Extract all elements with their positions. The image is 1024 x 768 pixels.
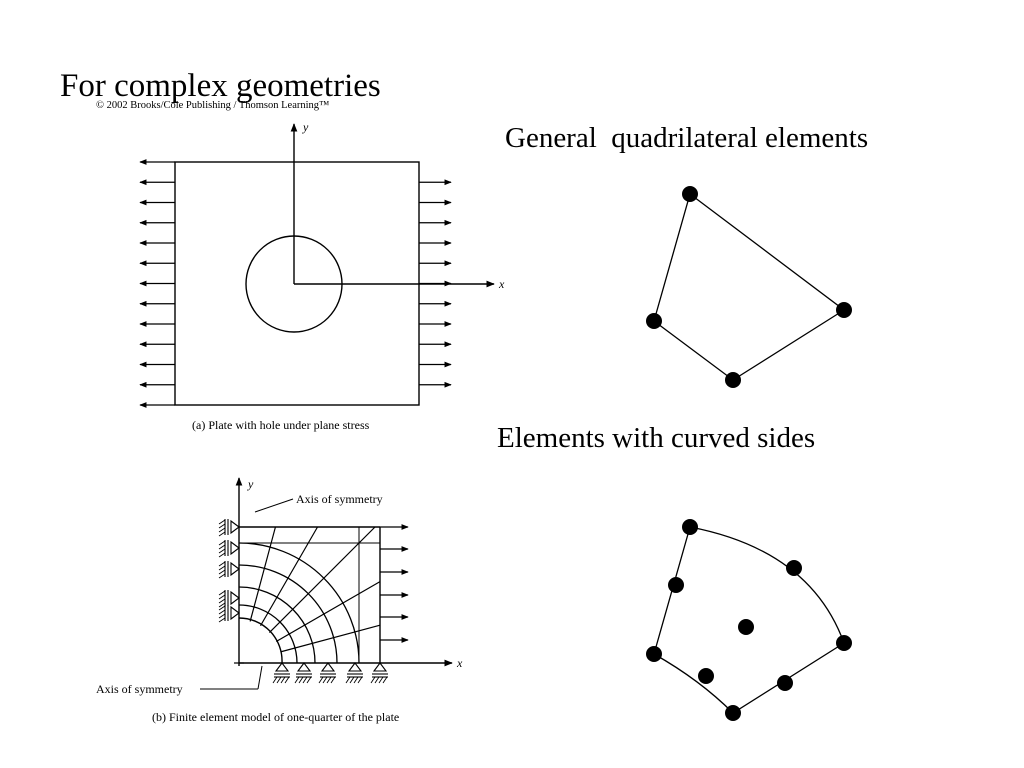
roller-support	[320, 662, 336, 672]
figure-b-x-label: x	[456, 656, 463, 670]
support-hatch	[330, 676, 336, 684]
support-hatch	[284, 676, 290, 684]
quad-node-1	[682, 186, 698, 202]
support-hatch	[280, 676, 286, 684]
support-hatch	[218, 613, 226, 619]
curved-node-center	[738, 619, 754, 635]
curved-node-2	[786, 560, 802, 576]
copyright-notice: © 2002 Brooks/Cole Publishing / Thomson …	[96, 100, 330, 111]
curved-node-8	[668, 577, 684, 593]
roller-support	[230, 590, 240, 606]
figure-a-y-label: y	[302, 120, 309, 134]
support-hatch	[218, 605, 226, 611]
curved-node-7	[646, 646, 662, 662]
right-traction-arrows	[419, 179, 452, 388]
support-hatch	[218, 540, 226, 546]
mesh-ray	[268, 526, 376, 634]
curved-element	[646, 519, 852, 721]
curved-node-4	[777, 675, 793, 691]
slide-title: For complex geometries	[60, 68, 381, 104]
curved-node-6	[698, 668, 714, 684]
roller-support	[230, 540, 240, 556]
roller-support	[230, 519, 240, 535]
mesh-ray	[259, 526, 319, 627]
left-traction-arrows	[139, 159, 175, 408]
support-hatch	[218, 590, 226, 596]
support-hatch	[218, 573, 226, 579]
support-hatch	[218, 569, 226, 575]
quad-node-2	[836, 302, 852, 318]
support-hatch	[357, 676, 363, 684]
curved-heading: Elements with curved sides	[497, 422, 816, 454]
quad-node-3	[725, 372, 741, 388]
figure-a-x-label: x	[498, 277, 505, 291]
mesh-ray	[280, 624, 381, 653]
support-hatch	[218, 519, 226, 525]
quad-heading: General quadrilateral elements	[505, 122, 869, 154]
support-hatch	[374, 676, 380, 684]
support-hatch	[218, 565, 226, 571]
roller-support	[347, 662, 363, 672]
support-hatch	[218, 527, 226, 533]
mesh-ray	[275, 581, 381, 643]
support-hatch	[302, 676, 308, 684]
quad-element	[646, 186, 852, 388]
support-hatch	[382, 676, 388, 684]
curved-node-1	[682, 519, 698, 535]
curved-node-3	[836, 635, 852, 651]
support-hatch	[370, 676, 376, 684]
support-hatch	[218, 523, 226, 529]
support-hatch	[218, 552, 226, 558]
figure-b-caption: (b) Finite element model of one-quarter …	[152, 710, 399, 724]
curved-node-5	[725, 705, 741, 721]
support-hatch	[378, 676, 384, 684]
roller-support	[372, 662, 388, 672]
support-hatch	[326, 676, 332, 684]
support-hatch	[349, 676, 355, 684]
figure-a-caption: (a) Plate with hole under plane stress	[192, 418, 370, 432]
quad-outline	[653, 192, 846, 381]
support-hatch	[298, 676, 304, 684]
bottom-callout-leader-tick	[257, 665, 263, 690]
support-hatch	[218, 602, 226, 608]
roller-support	[230, 605, 240, 621]
support-hatch	[218, 594, 226, 600]
support-hatch	[218, 531, 226, 537]
support-hatch	[276, 676, 282, 684]
support-hatch	[218, 548, 226, 554]
quad-node-4	[646, 313, 662, 329]
support-hatch	[294, 676, 300, 684]
top-callout-leader	[254, 498, 294, 513]
left-roller-supports	[218, 519, 240, 623]
figure-b-top-callout: Axis of symmetry	[296, 492, 383, 506]
support-hatch	[272, 676, 278, 684]
support-hatch	[218, 561, 226, 567]
figure-b-bottom-callout: Axis of symmetry	[96, 682, 183, 696]
traction-arrows-b	[380, 524, 409, 643]
support-hatch	[218, 617, 226, 623]
support-hatch	[318, 676, 324, 684]
figure-b-quarter-mesh	[200, 477, 453, 690]
roller-support	[230, 561, 240, 577]
roller-support	[274, 662, 290, 672]
support-hatch	[345, 676, 351, 684]
figure-b-y-label: y	[247, 477, 254, 491]
roller-support	[296, 662, 312, 672]
figure-a-plate-with-hole	[139, 123, 495, 408]
bottom-roller-supports	[272, 662, 388, 684]
support-hatch	[322, 676, 328, 684]
support-hatch	[218, 609, 226, 615]
mesh-radial-lines	[239, 526, 381, 663]
support-hatch	[306, 676, 312, 684]
support-hatch	[218, 598, 226, 604]
support-hatch	[218, 544, 226, 550]
support-hatch	[353, 676, 359, 684]
